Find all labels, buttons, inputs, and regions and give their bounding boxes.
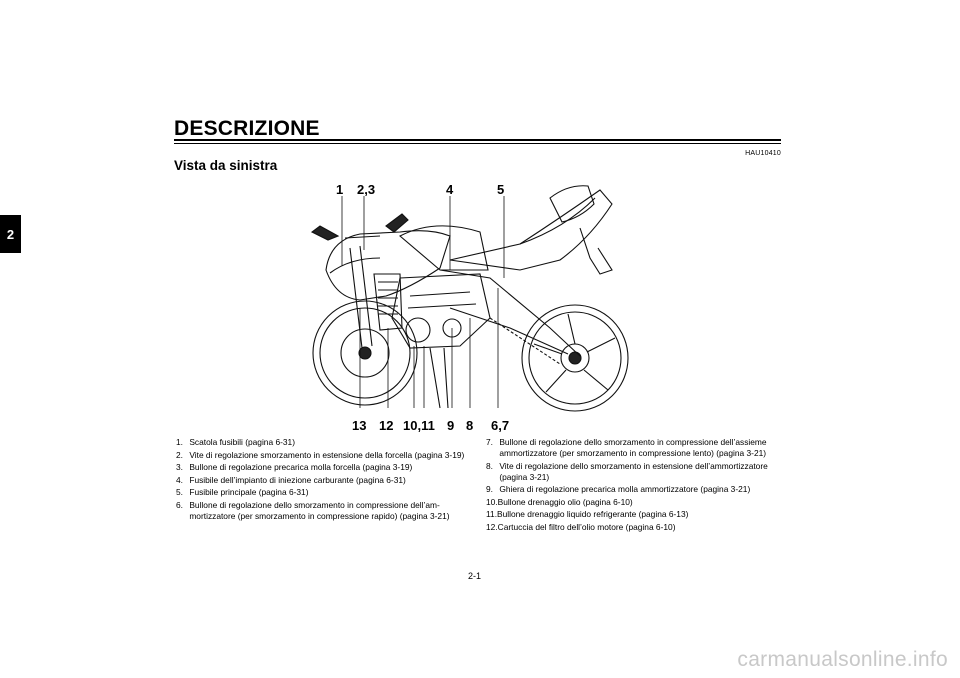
callout-5: 5 bbox=[497, 182, 505, 197]
legend-number: 4. bbox=[176, 474, 183, 485]
legend-number: 5. bbox=[176, 487, 183, 498]
legend-number: 1. bbox=[176, 437, 183, 447]
legend-text: Scatola fusibili (pagina 6-31) bbox=[189, 437, 296, 447]
section-title: Vista da sinistra bbox=[174, 158, 278, 173]
legend-item: 8. Vite di regolazione dello smorzamento… bbox=[486, 461, 786, 483]
legend-item: 2. Vite di regolazione smorzamento in es… bbox=[176, 450, 471, 461]
chapter-tab: 2 bbox=[0, 215, 21, 253]
legend-item: 4. Fusibile dell’impianto di iniezione c… bbox=[176, 475, 471, 486]
legend-text: Bullone di regolazione precarica molla f… bbox=[189, 462, 413, 473]
legend-text: Bullone drenaggio olio (pagina 6-10) bbox=[497, 496, 633, 507]
legend-text: Bullone di regolazione dello smorzamento… bbox=[189, 499, 450, 521]
legend-item: 7. Bullone di regolazione dello smorzame… bbox=[486, 437, 786, 459]
legend-text: Cartuccia del filtro dell’olio motore (p… bbox=[497, 521, 676, 532]
legend-item: 1. Scatola fusibili (pagina 6-31) bbox=[176, 437, 471, 448]
legend-text: Vite di regolazione dello smorzamento in… bbox=[499, 460, 768, 482]
callout-4: 4 bbox=[446, 182, 454, 197]
legend-number: 11. bbox=[486, 509, 498, 520]
legend-item: 5. Fusibile principale (pagina 6-31) bbox=[176, 487, 471, 498]
legend-item: 11.Bullone drenaggio liquido refrigerant… bbox=[486, 509, 786, 520]
callout-1: 1 bbox=[336, 182, 344, 197]
legend-number: 9. bbox=[486, 484, 493, 495]
legend-text: Fusibile principale (pagina 6-31) bbox=[189, 487, 309, 498]
legend-right: 7. Bullone di regolazione dello smorzame… bbox=[486, 437, 786, 535]
legend-text: Bullone drenaggio liquido refrigerante (… bbox=[497, 509, 689, 520]
callout-10-11: 10,11 bbox=[403, 418, 435, 433]
callout-6-7: 6,7 bbox=[491, 418, 510, 433]
legend-text: Vite di regolazione smorzamento in esten… bbox=[189, 449, 465, 460]
legend-number: 12. bbox=[486, 521, 498, 532]
title-rule-thin bbox=[174, 143, 781, 144]
reference-code: HAU10410 bbox=[745, 150, 781, 157]
legend-item: 6. Bullone di regolazione dello smorzame… bbox=[176, 500, 471, 522]
legend-number: 7. bbox=[486, 437, 493, 447]
legend-item: 12.Cartuccia del filtro dell’olio motore… bbox=[486, 522, 786, 533]
legend-left: 1. Scatola fusibili (pagina 6-31) 2. Vit… bbox=[176, 437, 471, 524]
legend-item: 3. Bullone di regolazione precarica moll… bbox=[176, 462, 471, 473]
legend-number: 6. bbox=[176, 499, 183, 510]
callout-2-3: 2,3 bbox=[357, 182, 376, 197]
page-number: 2-1 bbox=[468, 571, 482, 581]
legend-number: 3. bbox=[176, 462, 183, 473]
page-title: DESCRIZIONE bbox=[174, 117, 320, 140]
motorcycle-illustration bbox=[310, 185, 629, 412]
legend-number: 8. bbox=[486, 460, 493, 471]
callout-9: 9 bbox=[447, 418, 455, 433]
title-rule bbox=[174, 139, 781, 141]
legend-text: Ghiera di regolazione precarica molla am… bbox=[499, 484, 751, 495]
callout-12: 12 bbox=[379, 418, 394, 433]
legend-text: Bullone di regolazione dello smorzamento… bbox=[499, 437, 767, 458]
legend-number: 2. bbox=[176, 449, 183, 460]
watermark: carmanualsonline.info bbox=[737, 648, 948, 671]
legend-item: 10.Bullone drenaggio olio (pagina 6-10) bbox=[486, 497, 786, 508]
legend-item: 9. Ghiera di regolazione precarica molla… bbox=[486, 484, 786, 495]
legend-text: Fusibile dell’impianto di iniezione carb… bbox=[189, 474, 406, 485]
callout-8: 8 bbox=[466, 418, 474, 433]
callout-13: 13 bbox=[352, 418, 367, 433]
legend-number: 10. bbox=[486, 496, 498, 507]
